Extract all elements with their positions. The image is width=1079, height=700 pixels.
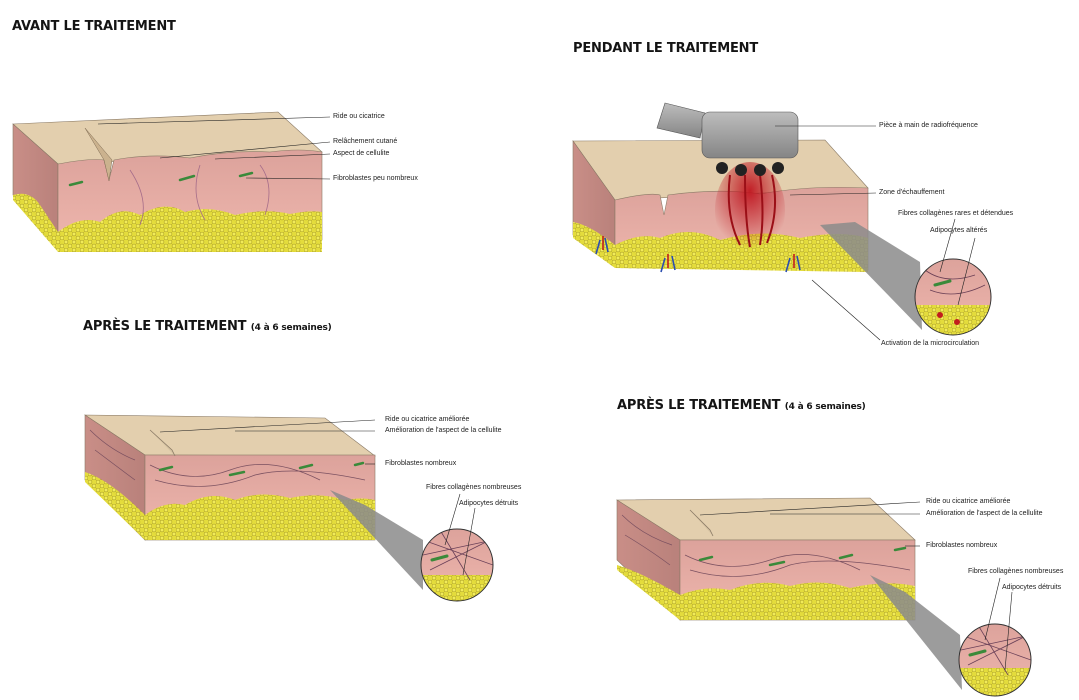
label-wrinkle-before: Ride ou cicatrice [333,113,385,120]
title-during: PENDANT LE TRAITEMENT [573,41,758,56]
title-after-2-main: APRÈS LE TRAITEMENT [617,398,781,413]
label-heating-zone: Zone d'échauffement [879,189,945,196]
label-many-collagen-1: Fibres collagènes nombreuses [426,484,522,491]
label-improved-wrinkle-2: Ride ou cicatrice améliorée [926,498,1011,505]
label-many-fibroblasts-2: Fibroblastes nombreux [926,542,998,549]
heating-zone [715,162,785,258]
fat-side-before [13,193,58,252]
label-sparse-collagen: Fibres collagènes rares et détendues [898,210,1014,217]
label-improved-cellulite-1: Amélioration de l'aspect de la cellulite [385,427,502,434]
rf-handpiece [656,102,799,176]
label-microcirculation: Activation de la microcirculation [881,340,980,347]
title-after-1-sub: (4 à 6 semaines) [250,323,332,333]
wrinkle-before [84,127,113,182]
skin-block-before [12,111,323,252]
label-many-fibroblasts-1: Fibroblastes nombreux [385,460,457,467]
label-few-fibroblasts: Fibroblastes peu nombreux [333,175,418,182]
label-improved-wrinkle-1: Ride ou cicatrice améliorée [385,416,470,423]
magnifier-after-1 [330,490,494,602]
magnifier-after-2 [870,575,1032,697]
title-before: AVANT LE TRAITEMENT [12,19,176,34]
leaders-after-1 [159,419,476,576]
label-skin-laxity: Relâchement cutané [333,138,398,145]
label-improved-cellulite-2: Amélioration de l'aspect de la cellulite [926,510,1043,517]
title-after-2-sub: (4 à 6 semaines) [784,402,866,412]
label-rf-handpiece: Pièce à main de radiofréquence [879,122,978,129]
label-cellulite-aspect: Aspect de cellulite [333,150,390,157]
leaders-during [775,125,976,341]
fat-layer-before [58,206,322,252]
label-altered-adipocytes: Adipocytes altérés [930,227,988,234]
skin-block-after-1 [83,414,376,541]
title-after-1-main: APRÈS LE TRAITEMENT [83,319,247,334]
leaders-before [97,116,331,180]
skin-block-during [572,139,869,273]
skin-block-after-2 [615,497,916,621]
title-after-1: APRÈS LE TRAITEMENT (4 à 6 semaines) [83,319,332,334]
label-destroyed-adipocytes-2: Adipocytes détruits [1002,584,1062,591]
label-destroyed-adipocytes-1: Adipocytes détruits [459,500,519,507]
title-after-2: APRÈS LE TRAITEMENT (4 à 6 semaines) [617,398,866,413]
magnifier-during [820,222,992,336]
label-many-collagen-2: Fibres collagènes nombreuses [968,568,1064,575]
leaders-after-2 [699,501,1013,671]
